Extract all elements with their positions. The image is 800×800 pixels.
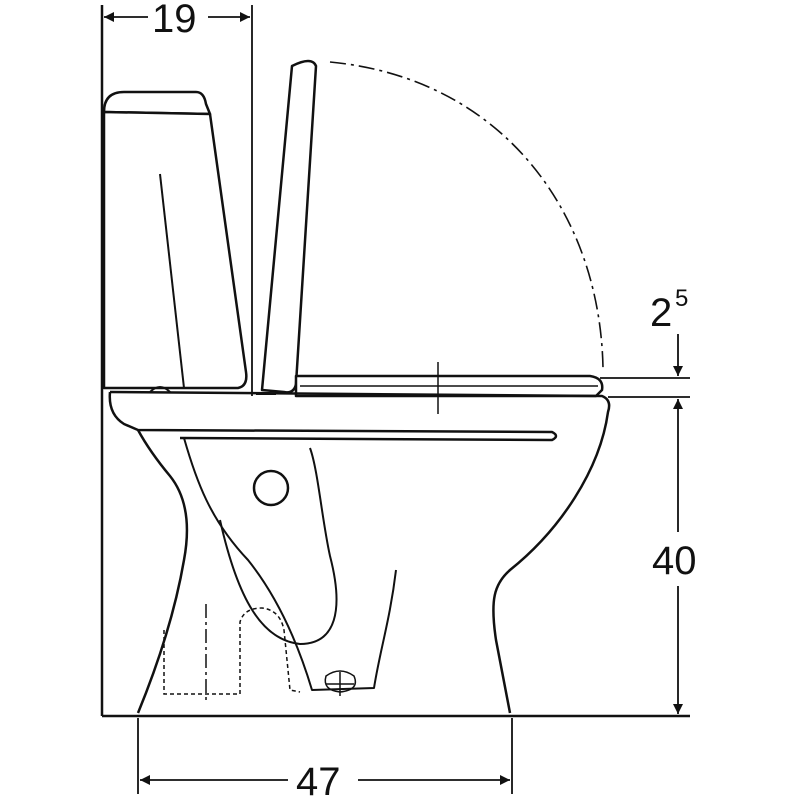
trapway-curve (219, 447, 338, 645)
dimension-19 (104, 5, 253, 396)
cistern-lid (102, 90, 212, 116)
dimension-2-5-superscript: 5 (675, 285, 688, 312)
cistern-inner-edge (159, 173, 185, 389)
fixing-hole (252, 469, 290, 507)
cistern (102, 90, 248, 393)
cistern-body (102, 110, 248, 390)
dimension-19-label: 19 (152, 0, 197, 41)
dimension-2-5 (600, 334, 690, 398)
toilet-bowl (108, 390, 611, 714)
dimension-47-label: 47 (296, 760, 341, 800)
lid-swing-arc (329, 61, 604, 369)
dimension-47 (137, 718, 513, 794)
hidden-connection (163, 604, 357, 700)
trapway-outline (183, 437, 397, 691)
toilet-seat (294, 374, 604, 398)
raised-lid (256, 59, 318, 395)
wall-and-floor (100, 5, 690, 718)
rim-underside (108, 391, 558, 442)
dimension-40-label: 40 (652, 539, 697, 583)
bowl-rim (109, 390, 611, 714)
flush-button (149, 386, 171, 393)
dimension-2-5-base: 2 (650, 291, 672, 335)
pedestal-front (136, 429, 189, 714)
